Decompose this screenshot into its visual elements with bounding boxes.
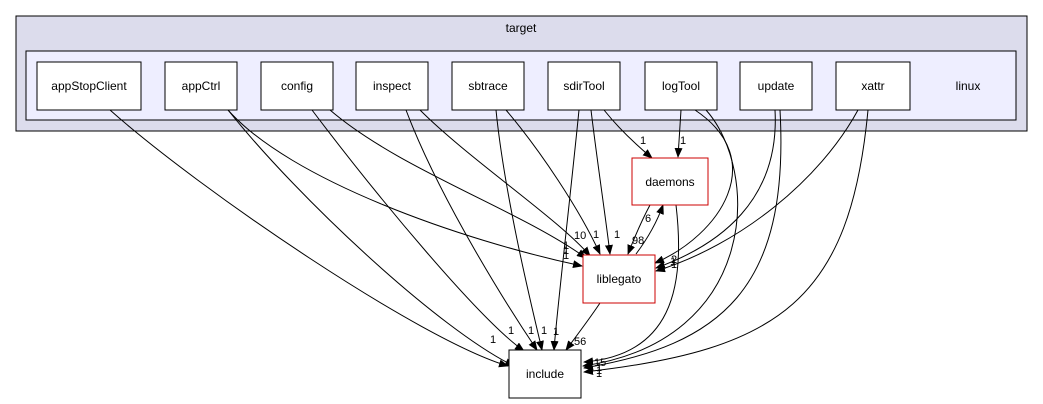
label-config-liblegato: 10: [574, 230, 586, 242]
nodes: appStopClient appCtrl config inspect sbt…: [36, 61, 911, 399]
cluster-linux-label: linux: [956, 79, 981, 93]
edge-appCtrl-liblegato: [227, 109, 583, 269]
node-label: sdirTool: [563, 79, 604, 93]
label-appCtrl-liblegato: 1: [563, 245, 569, 257]
node-label: logTool: [662, 79, 700, 93]
node-label: appStopClient: [51, 79, 127, 93]
node-label: inspect: [373, 79, 412, 93]
label-liblegato-daemons: 6: [645, 213, 651, 225]
label-sdirTool-liblegato: 1: [563, 240, 569, 252]
edge-sbtrace-liblegato: [505, 109, 601, 255]
node-inspect[interactable]: inspect: [355, 61, 429, 111]
edge-logTool-daemons: [674, 109, 683, 158]
edge-appCtrl-include: [227, 109, 515, 367]
edge-liblegato-include: [565, 302, 601, 351]
edge-update-include: [583, 109, 782, 371]
node-label: sbtrace: [468, 79, 508, 93]
label-xattr-liblegato: 2: [671, 254, 677, 266]
edge-sdirTool-liblegato: [590, 109, 613, 255]
edge-daemons-liblegato: [627, 204, 651, 255]
edge-xattr-include: [583, 109, 869, 375]
label-inspect-liblegato: 1: [593, 229, 599, 241]
label-update-include: 1: [596, 362, 602, 374]
label-daemons-include: 15: [594, 357, 606, 369]
node-sbtrace[interactable]: sbtrace: [451, 61, 525, 111]
node-xattr[interactable]: xattr: [835, 61, 911, 111]
edges: [109, 109, 869, 375]
label-logTool-daemons: 1: [680, 135, 686, 147]
edge-sdirTool-daemons: [603, 109, 653, 159]
label-liblegato-include: 56: [574, 336, 586, 348]
node-label: update: [758, 79, 795, 93]
node-appStopClient[interactable]: appStopClient: [36, 61, 142, 111]
edge-inspect-liblegato: [419, 109, 591, 257]
label-inspect-include: 1: [541, 325, 547, 337]
edge-inspect-include: [405, 109, 538, 351]
label-logTool-liblegato: 1: [671, 259, 677, 271]
node-logTool[interactable]: logTool: [644, 61, 718, 111]
label-daemons-liblegato: 98: [632, 235, 644, 247]
label-xattr-include: 1: [596, 365, 602, 377]
node-label: config: [281, 79, 313, 93]
label-appStopClient-include: 1: [490, 334, 496, 346]
label-update-liblegato: 1: [670, 256, 676, 268]
label-sbtrace-include: 1: [553, 326, 559, 338]
label-appCtrl-include: 1: [508, 325, 514, 337]
node-include[interactable]: include: [508, 349, 582, 399]
node-label: daemons: [645, 175, 694, 189]
node-label: xattr: [861, 79, 884, 93]
node-config[interactable]: config: [260, 61, 334, 111]
edge-liblegato-daemons: [635, 204, 664, 255]
label-sbtrace-liblegato: 1: [614, 229, 620, 241]
node-sdirTool[interactable]: sdirTool: [547, 61, 621, 111]
node-liblegato[interactable]: liblegato: [582, 254, 656, 304]
edge-logTool-include: [582, 109, 738, 369]
label-sdirTool-include: 1: [563, 250, 569, 262]
node-label: appCtrl: [182, 79, 221, 93]
edge-appStopClient-include: [109, 109, 509, 368]
node-appCtrl[interactable]: appCtrl: [164, 61, 238, 111]
cluster-title: target: [506, 21, 537, 35]
node-daemons[interactable]: daemons: [631, 157, 709, 206]
label-logTool-include: 1: [596, 368, 602, 380]
node-update[interactable]: update: [739, 61, 813, 111]
edge-config-liblegato: [329, 109, 587, 259]
edge-sbtrace-include: [495, 109, 544, 351]
edge-sdirTool-include: [550, 109, 580, 351]
edge-config-include: [311, 109, 525, 352]
edge-daemons-include: [583, 204, 680, 366]
edge-labels: 1 1 1 1 10 1 1 1 1 1 1 1 1 1 1 1 1 2 1 9…: [490, 135, 686, 380]
node-label: liblegato: [597, 272, 642, 286]
label-config-include: 1: [528, 325, 534, 337]
node-label: include: [526, 367, 564, 381]
edge-xattr-liblegato: [655, 109, 859, 273]
edge-update-liblegato: [655, 109, 776, 269]
label-sdirTool-daemons: 1: [640, 135, 646, 147]
